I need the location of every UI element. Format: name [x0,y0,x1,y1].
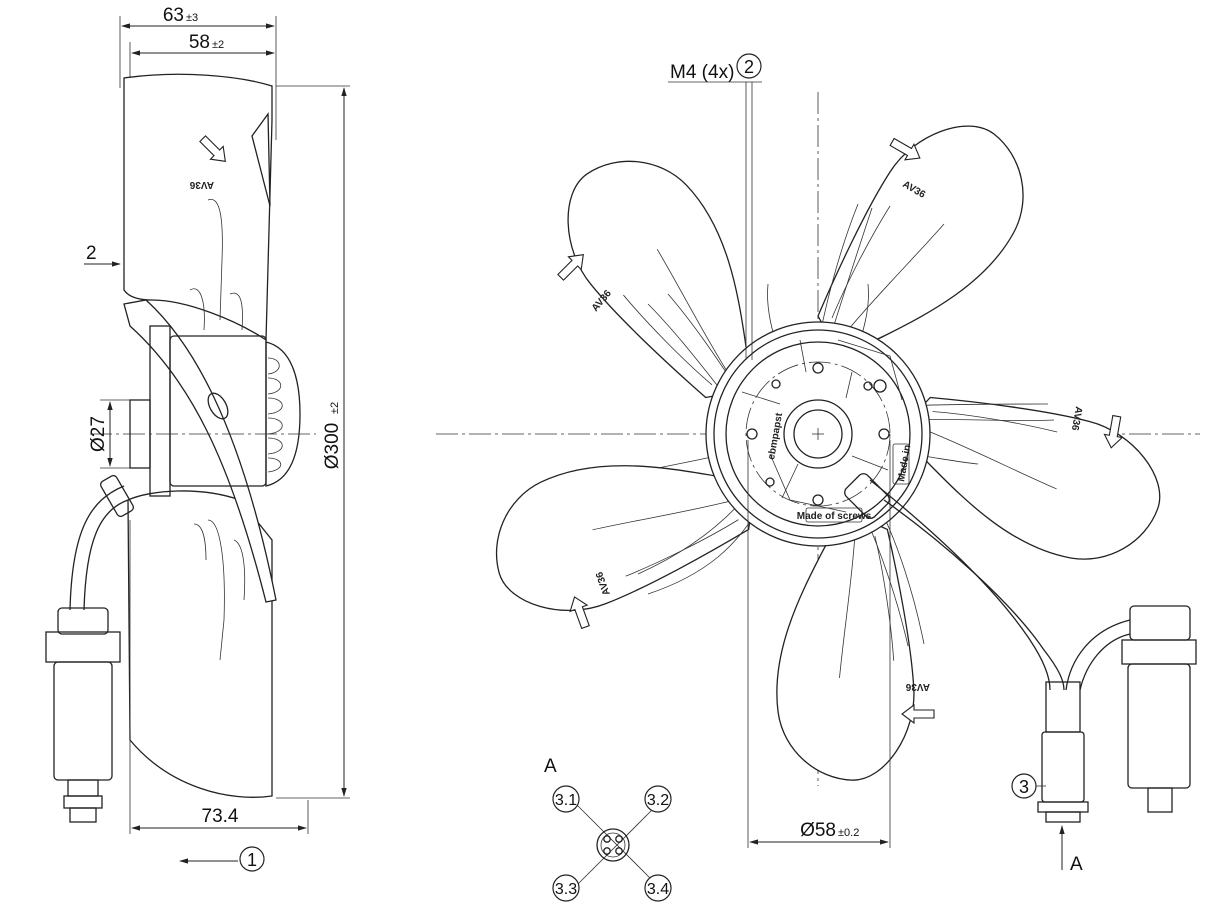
dim-overall-depth: 63 ±3 [119,5,277,140]
pin-3-4-label: 3.4 [647,881,669,898]
front-blade-mark-3: AV36 [905,681,930,692]
dim-fan-diameter: Ø300 ±2 [276,85,350,799]
detail-title: A [544,756,557,777]
pin-3-1-label: 3.1 [555,792,577,809]
thread-label: M4 (4x) [670,62,734,83]
dim-blade-depth: 58 ±2 [129,32,275,80]
blade-3 [704,506,1000,805]
side-blade-mark: AV36 [189,179,214,190]
front-blade-mark-2: AV36 [1069,405,1084,431]
pin-callout-3-2: 3.2 [644,785,672,813]
dim-overall-depth-tol: ±3 [186,12,198,24]
dim-fan-diameter-tol: ±2 [329,402,341,414]
pin-3-3-label: 3.3 [555,881,577,898]
dim-bolt-circle-value: Ø58 [800,820,836,841]
side-rib-3 [229,292,243,331]
pin-callout-3-3: 3.3 [552,874,580,902]
side-rib-6 [193,523,207,561]
side-rib-2 [189,288,205,331]
pin-callout-3-1: 3.1 [552,785,580,813]
dim-gap-value: 2 [86,243,97,264]
dim-bolt-circle: Ø58 ±0.2 [747,440,891,848]
thread-callout: M4 (4x) 2 [668,53,762,360]
side-blade-tip [251,112,271,207]
front-cable-gland [844,473,890,519]
side-cable-inner [83,499,129,611]
front-connector-plug [1037,681,1089,823]
front-cable-outer [869,479,1051,691]
front-hub: ebmpapst Made in Made of screws [705,321,931,547]
connector-callout: 3 [1011,773,1046,799]
mounting-holes [746,362,890,506]
side-balance-weight [207,392,229,420]
thread-callout-number: 2 [744,57,754,77]
side-rib-1 [207,198,223,321]
dim-mounting-depth: 73.4 [129,520,309,834]
airflow-callout-number: 1 [247,850,257,870]
side-cooling-fins [267,357,283,473]
pin-callout-3-4: 3.4 [644,874,672,902]
connector-callout-number: 3 [1019,777,1029,797]
dim-bolt-circle-tol: ±0.2 [838,827,859,839]
side-cable-outer [69,485,125,611]
hub-screw-label: Made of screws [797,511,872,522]
front-cable-inner [883,499,1065,691]
side-cable-gland [100,474,134,518]
side-motor-cap [265,341,301,487]
dim-blade-depth-value: 58 [189,32,210,53]
side-view: 63 ±3 58 ±2 2 AV36 [45,5,350,872]
pin-3-2-label: 3.2 [647,792,669,809]
side-rib-5 [233,539,246,601]
dim-blade-depth-tol: ±2 [212,39,224,51]
side-blade-upper [123,73,273,342]
view-a-indicator: A [1059,825,1083,875]
front-view: AV36 AV36 AV36 AV36 AV36 [436,53,1200,875]
dim-overall-depth-value: 63 [163,5,184,26]
front-cable-branch [1065,619,1131,691]
connector-detail: A 3.1 3.2 3.3 3.4 [544,756,672,902]
side-blade-lower [127,490,273,798]
side-connector [45,607,121,823]
blade-2 [903,338,1175,602]
airflow-callout: 1 [179,846,265,872]
blade-1 [817,125,1024,344]
dim-mounting-depth-value: 73.4 [202,806,239,827]
dim-fan-diameter-value: Ø300 [322,423,343,469]
side-rib-4 [207,519,225,661]
view-a-label: A [1070,854,1083,875]
side-blade-root [123,299,277,603]
front-connector-socket [1121,605,1197,813]
